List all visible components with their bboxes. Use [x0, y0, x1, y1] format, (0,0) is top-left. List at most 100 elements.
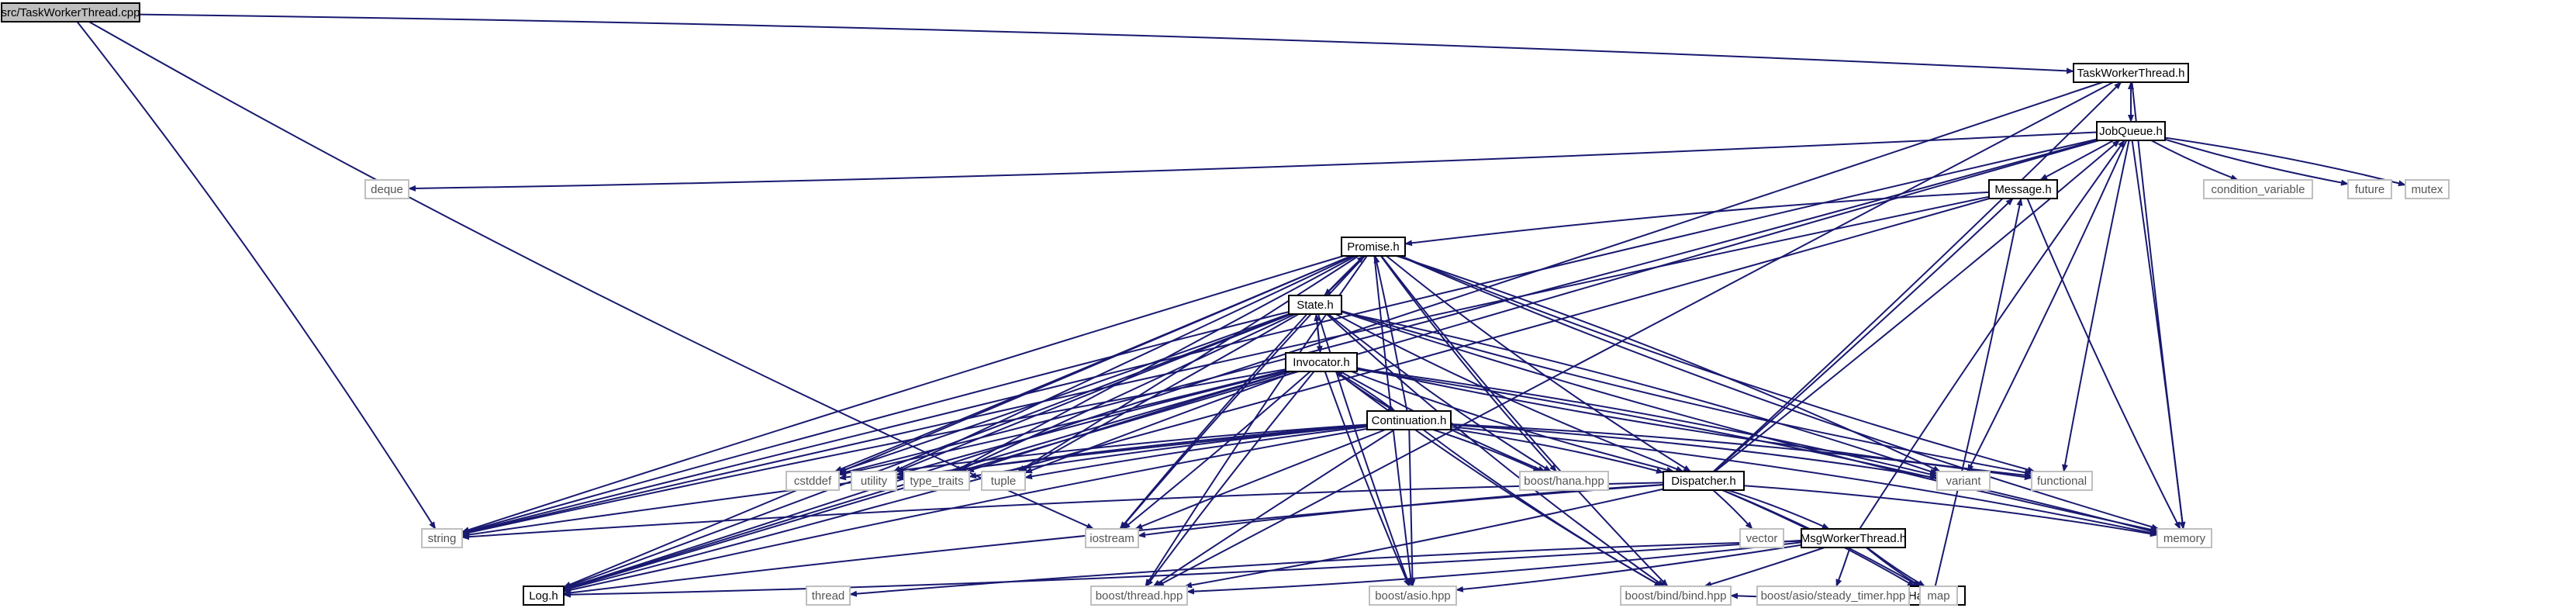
node-box-jobqueue [2096, 121, 2166, 141]
node-label-boostthread: boost/thread.hpp [1096, 589, 1183, 603]
node-box-iostream [1085, 528, 1139, 548]
edge-promise-to-dispatcher [1386, 255, 1691, 472]
edge-state-to-variant [1341, 311, 1938, 475]
nodes-layer: src/TaskWorkerThread.cppTaskWorkerThread… [1, 2, 2450, 606]
node-invocator[interactable]: Invocator.h [1285, 352, 1358, 372]
node-box-utility [851, 471, 897, 491]
edge-state-to-typetraits [955, 313, 1296, 472]
node-label-memory: memory [2163, 532, 2206, 545]
edge-invocator-to-variant [1356, 368, 1938, 478]
node-variant: variant [1936, 471, 1991, 491]
edge-message-to-promise [1404, 191, 1990, 247]
node-box-thread [806, 586, 851, 606]
node-state[interactable]: State.h [1288, 295, 1342, 315]
edge-continuation-to-hana [1432, 429, 1542, 472]
edge-src-to-string [76, 21, 437, 530]
edge-continuation-to-variant [1450, 423, 1938, 480]
edge-jobqueue-to-deque [408, 131, 2098, 192]
node-typetraits: type_traits [903, 471, 970, 491]
node-box-continuation [1366, 410, 1452, 430]
node-label-log: Log.h [529, 589, 558, 603]
node-continuation[interactable]: Continuation.h [1366, 410, 1452, 430]
node-box-deque [364, 179, 409, 199]
node-label-typetraits: type_traits [910, 475, 963, 488]
edge-msgworker-to-thread [849, 540, 1802, 597]
edge-jobqueue-to-memory [2131, 140, 2186, 530]
node-label-src: src/TaskWorkerThread.cpp [2, 6, 140, 19]
edge-continuation-to-memory [1450, 426, 2158, 536]
node-label-utility: utility [861, 475, 888, 488]
node-label-mutex: mutex [2412, 183, 2443, 196]
edge-continuation-to-boostbind [1422, 429, 1663, 587]
edge-promise-to-hana [1380, 255, 1557, 472]
edge-twt-to-log [563, 81, 2103, 590]
node-dispatcher[interactable]: Dispatcher.h [1663, 471, 1745, 491]
node-src[interactable]: src/TaskWorkerThread.cpp [1, 2, 140, 22]
edge-dispatcher-to-string [461, 482, 1664, 541]
node-label-promise: Promise.h [1347, 240, 1400, 254]
node-cstddef: cstddef [786, 471, 840, 491]
node-box-boostbind [1620, 586, 1732, 606]
node-box-memory [2156, 528, 2212, 548]
edge-invocator-to-memory [1356, 368, 2158, 534]
node-box-src [1, 2, 140, 22]
node-label-thread: thread [812, 589, 845, 603]
edge-jobqueue-to-cstddef [838, 139, 2098, 475]
node-functional: functional [2031, 471, 2093, 491]
node-box-hana [1519, 471, 1609, 491]
node-twt[interactable]: TaskWorkerThread.h [2073, 63, 2189, 83]
edge-dispatcher-to-twt [1712, 81, 2122, 472]
node-jobqueue[interactable]: JobQueue.h [2096, 121, 2166, 141]
edge-message-to-string [461, 195, 1990, 536]
edge-continuation-to-cstddef [838, 423, 1368, 481]
node-string: string [421, 528, 463, 548]
edge-invocator-to-boostasio [1324, 371, 1411, 587]
node-label-cstddef: cstddef [794, 475, 832, 488]
edge-src-to-iostream [88, 21, 1095, 530]
node-deque: deque [364, 179, 409, 199]
node-condvar: condition_variable [2203, 179, 2313, 199]
node-tuple: tuple [981, 471, 1026, 491]
edge-promise-to-functional [1400, 255, 2036, 473]
node-label-twt: TaskWorkerThread.h [2077, 67, 2185, 80]
node-promise[interactable]: Promise.h [1341, 237, 1406, 257]
edge-invocator-to-cstddef [838, 369, 1286, 477]
edge-invocator-to-tuple [1024, 371, 1297, 474]
node-label-message: Message.h [1994, 183, 2051, 196]
node-map: map [1919, 586, 1958, 606]
node-label-map: map [1927, 589, 1949, 603]
node-label-state: State.h [1297, 299, 1334, 312]
edge-state-to-iostream [1119, 313, 1308, 530]
edge-continuation-to-dispatcher [1450, 428, 1664, 474]
node-vector: vector [1739, 528, 1784, 548]
node-utility: utility [851, 471, 897, 491]
edge-invocator-to-boostthread [1145, 371, 1315, 587]
edge-state-to-promise [1324, 255, 1365, 296]
edge-state-to-hana [1328, 313, 1552, 472]
node-label-continuation: Continuation.h [1372, 414, 1447, 427]
node-log[interactable]: Log.h [523, 586, 565, 606]
node-message[interactable]: Message.h [1988, 179, 2058, 199]
edge-jobqueue-to-future [2164, 138, 2349, 186]
node-boostasio: boost/asio.hpp [1369, 586, 1457, 606]
node-memory: memory [2156, 528, 2212, 548]
edge-message-to-memory [2026, 198, 2181, 530]
node-box-vector [1739, 528, 1784, 548]
node-box-promise [1341, 237, 1406, 257]
edge-invocator-to-dispatcher [1351, 371, 1675, 473]
edge-continuation-to-iostream [1134, 429, 1386, 530]
node-box-twt [2073, 63, 2189, 83]
edge-invocator-to-string [461, 368, 1286, 536]
node-hana: boost/hana.hpp [1519, 471, 1609, 491]
edge-msgworker-to-boostasio [1455, 544, 1802, 592]
node-box-variant [1936, 471, 1991, 491]
node-steadytimer: boost/asio/steady_timer.hpp [1756, 586, 1910, 606]
node-box-string [421, 528, 463, 548]
edge-jobqueue-to-functional [2062, 140, 2130, 472]
edge-state-to-memory [1341, 311, 2158, 533]
edge-state-to-tuple [1019, 313, 1300, 472]
node-label-variant: variant [1946, 475, 1981, 488]
node-msgworker[interactable]: MsgWorkerThread.h [1801, 528, 1906, 548]
node-mutex: mutex [2405, 179, 2450, 199]
